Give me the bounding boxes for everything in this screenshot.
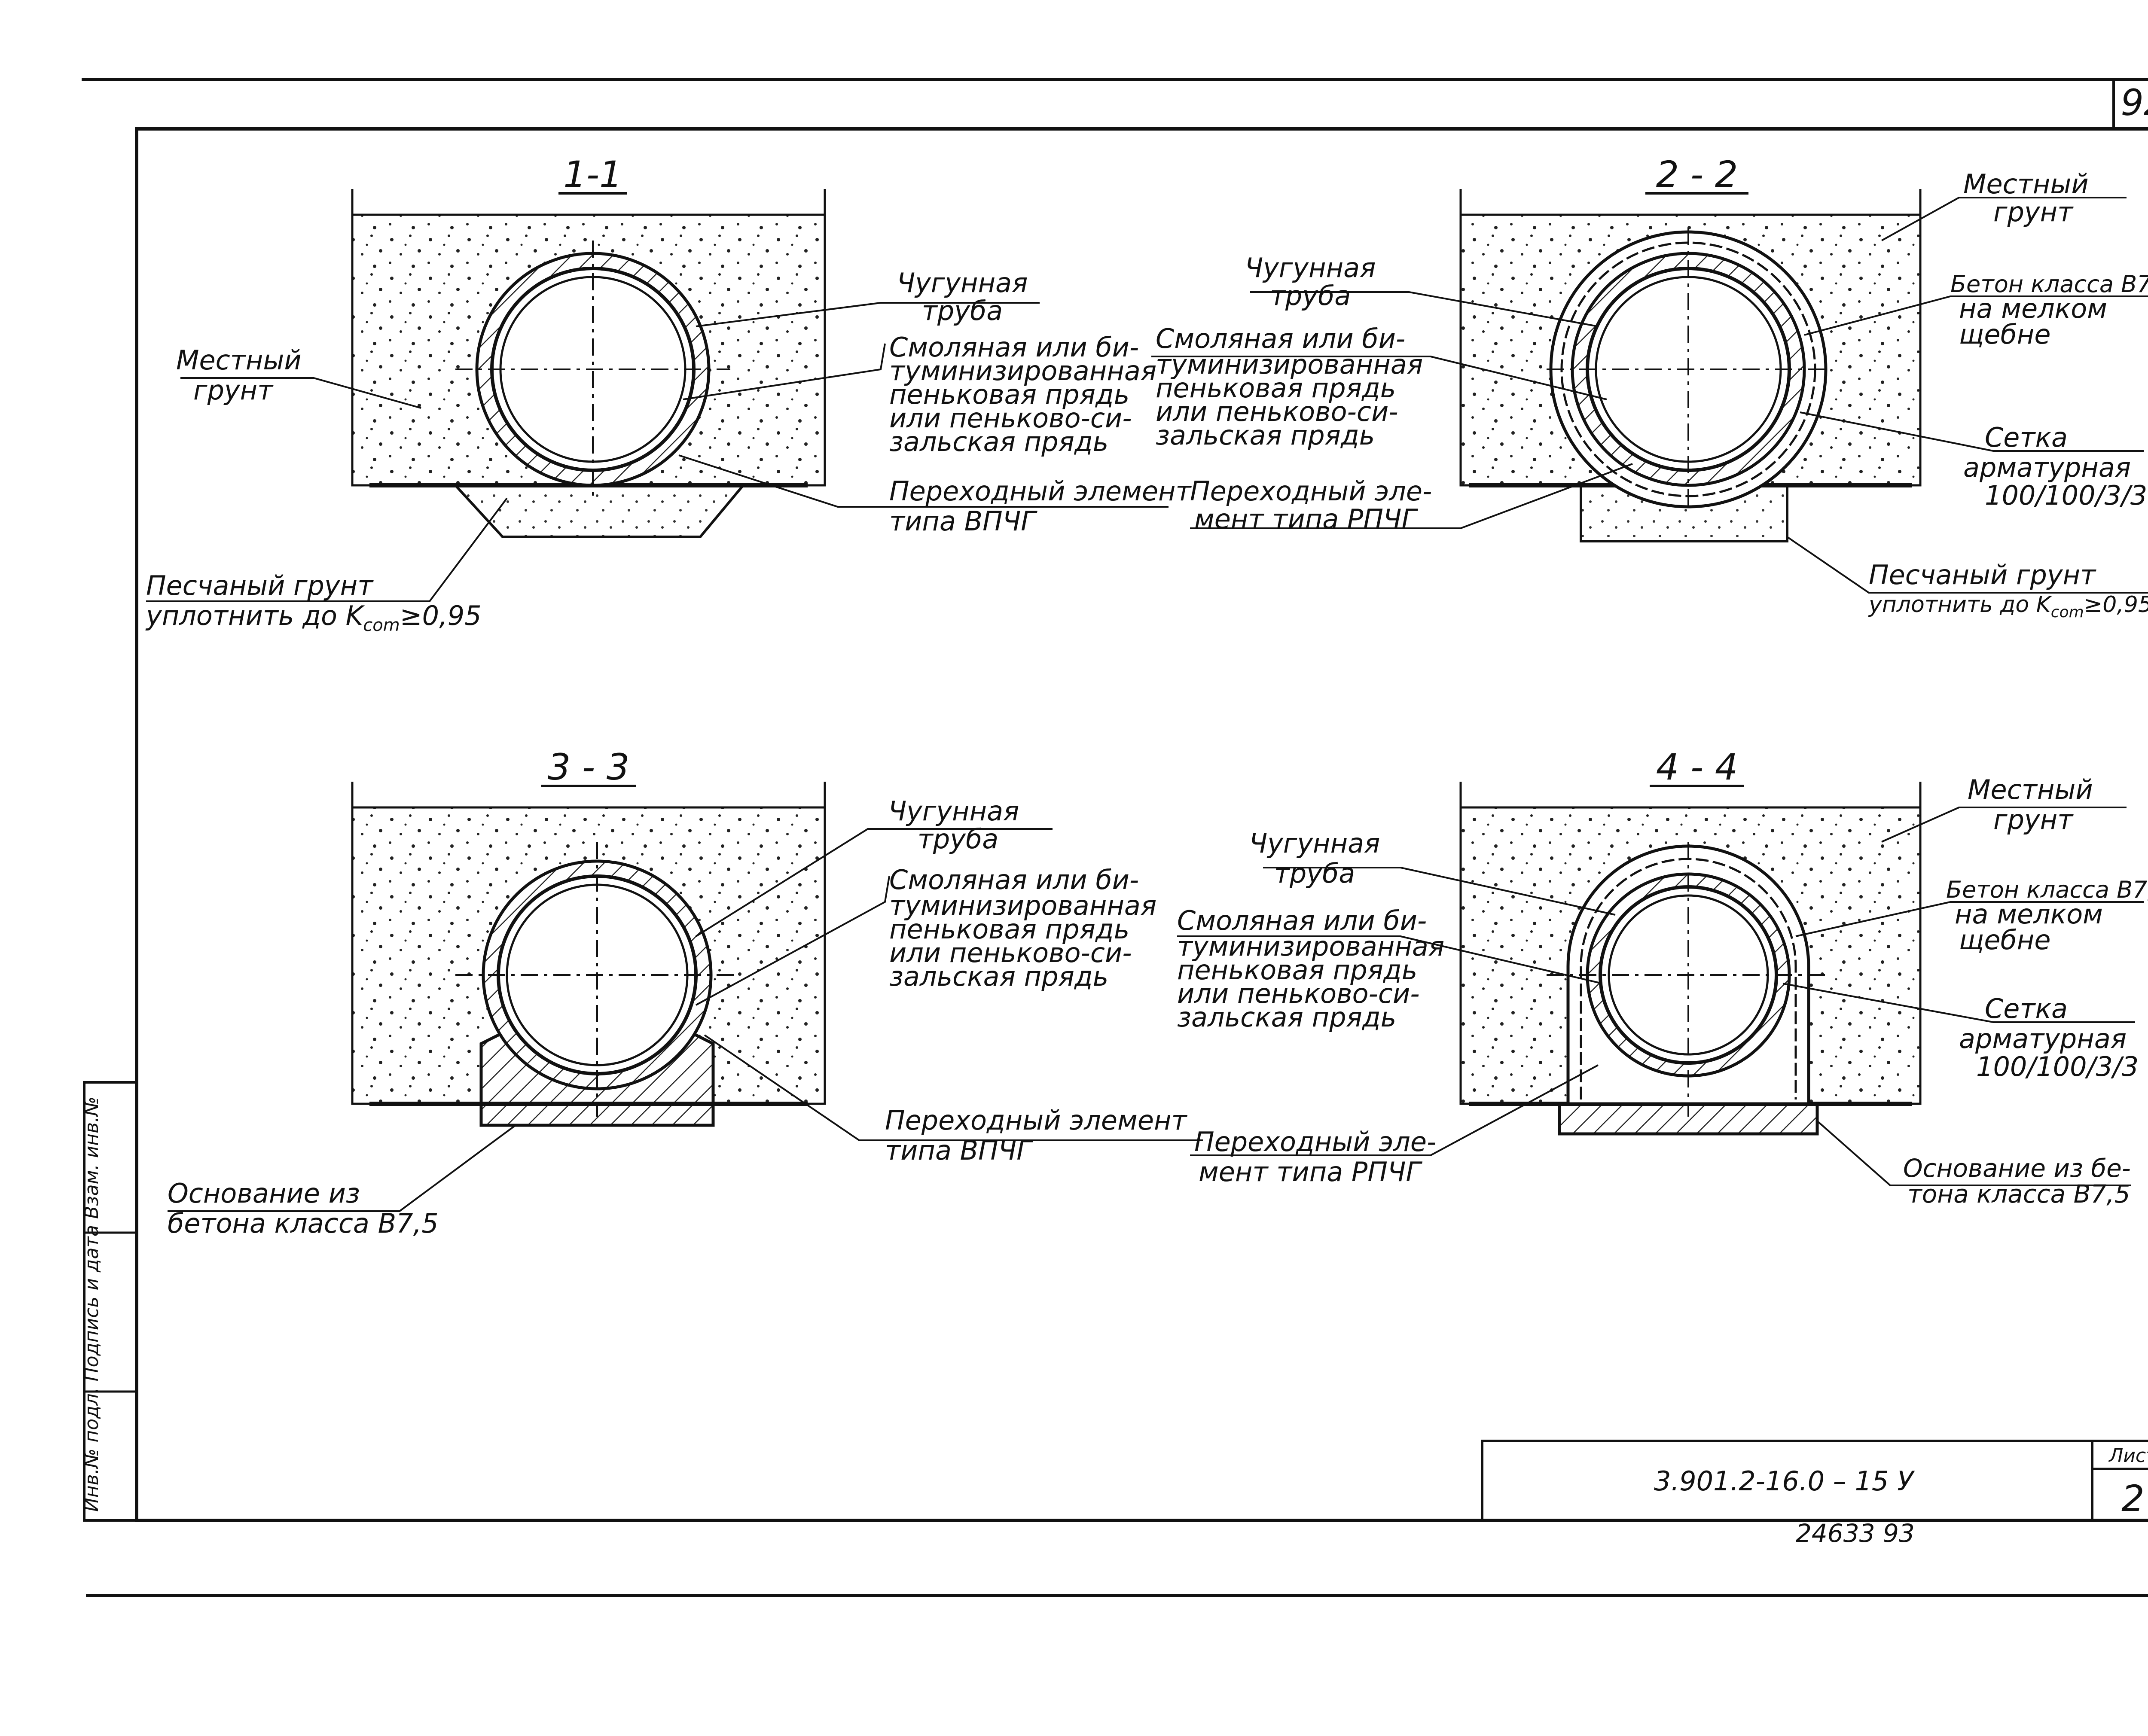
- section-title: 4 - 4: [1656, 746, 1738, 788]
- label-pipe: Чугунная: [1249, 828, 1380, 859]
- section-2-2: 2 - 2 Местный грунт Чугунная труба Бетон…: [1151, 153, 2148, 621]
- section-title: 3 - 3: [548, 746, 630, 788]
- drawing-code: 3.901.2-16.0 – 15 У: [1654, 1465, 1915, 1497]
- label-packing: Смоляная или би-: [1156, 323, 1405, 354]
- label-mesh: Сетка: [1985, 422, 2068, 453]
- svg-text:пеньковая прядь: пеньковая прядь: [1177, 954, 1417, 986]
- page-number-box: [2112, 78, 2148, 130]
- svg-text:или пеньково-си-: или пеньково-си-: [889, 937, 1132, 969]
- label-transition: Переходный элемент: [889, 475, 1192, 507]
- svg-text:туминизированная: туминизированная: [889, 355, 1156, 387]
- svg-text:пеньковая прядь: пеньковая прядь: [889, 914, 1129, 945]
- svg-text:арматурная: арматурная: [1959, 1023, 2127, 1054]
- label-pipe: Чугунная: [888, 795, 1019, 827]
- label-concrete: Бетон класса В7,5: [1950, 271, 2148, 298]
- label-transition: Переходный эле-: [1194, 1126, 1436, 1157]
- side-stamp-text: Инв.№ подл. Подпись и дата Взам. инв.№: [81, 1096, 103, 1512]
- svg-text:мент типа РПЧГ: мент типа РПЧГ: [1194, 503, 1418, 535]
- svg-text:грунт: грунт: [1993, 196, 2074, 228]
- label-base: Основание из: [168, 1178, 360, 1209]
- label-base: Песчаный грунт: [146, 570, 374, 601]
- label-packing: Смоляная или би-: [889, 864, 1139, 895]
- page-number: 92: [2121, 82, 2148, 124]
- svg-text:зальская прядь: зальская прядь: [889, 961, 1108, 992]
- label-transition: Переходный эле-: [1190, 475, 1432, 507]
- svg-text:щебне: щебне: [1959, 319, 2050, 350]
- svg-text:труба: труба: [918, 823, 998, 855]
- svg-text:грунт: грунт: [1993, 804, 2074, 835]
- svg-text:зальская прядь: зальская прядь: [889, 426, 1108, 457]
- svg-text:пеньковая прядь: пеньковая прядь: [1156, 372, 1396, 404]
- label-packing: Смоляная или би-: [1177, 905, 1427, 936]
- svg-text:на мелком: на мелком: [1955, 898, 2103, 930]
- svg-text:или пеньково-си-: или пеньково-си-: [889, 402, 1132, 434]
- section-4-4: 4 - 4 Местный грунт Чугунная труба Бетон…: [1177, 746, 2148, 1209]
- label-ground: Местный: [1968, 774, 2093, 805]
- section-1-1: 1-1 Чугунная труба Смоляная или би- туми…: [145, 153, 1192, 635]
- svg-text:зальская прядь: зальская прядь: [1177, 1002, 1396, 1033]
- svg-text:100/100/3/3: 100/100/3/3: [1985, 480, 2147, 511]
- svg-text:грунт: грунт: [193, 375, 274, 406]
- svg-text:труба: труба: [1270, 280, 1351, 311]
- archive-number: 24633 93: [1796, 1519, 1915, 1548]
- svg-text:зальская прядь: зальская прядь: [1156, 420, 1375, 451]
- section-3-3: 3 - 3 Чугунная труба Смоляная или би- ту…: [168, 746, 1203, 1239]
- label-pipe: Чугунная: [897, 267, 1028, 298]
- side-stamp: [83, 1081, 138, 1522]
- svg-text:туминизированная: туминизированная: [1156, 349, 1423, 380]
- svg-text:арматурная: арматурная: [1963, 452, 2131, 483]
- svg-text:уплотнить до Kcom≥0,95: уплотнить до Kcom≥0,95: [145, 600, 482, 635]
- label-mesh: Сетка: [1985, 993, 2068, 1024]
- label-base: Основание из бе-: [1903, 1154, 2131, 1183]
- label-pipe: Чугунная: [1245, 252, 1376, 283]
- sand-bedding: [452, 484, 746, 538]
- sheet-number: 2: [2121, 1477, 2144, 1520]
- sheet-label: Лист: [2108, 1445, 2148, 1467]
- label-ground: Местный: [1963, 168, 2089, 200]
- svg-text:тона класса В7,5: тона класса В7,5: [1907, 1179, 2130, 1209]
- svg-text:или пеньково-си-: или пеньково-си-: [1156, 396, 1398, 427]
- svg-text:бетона класса В7,5: бетона класса В7,5: [168, 1208, 439, 1239]
- title-block: [1481, 1440, 2148, 1522]
- svg-text:щебне: щебне: [1959, 924, 2050, 956]
- section-title: 1-1: [563, 153, 622, 195]
- svg-text:мент типа РПЧГ: мент типа РПЧГ: [1199, 1156, 1422, 1188]
- svg-text:туминизированная: туминизированная: [889, 890, 1156, 921]
- svg-text:пеньковая прядь: пеньковая прядь: [889, 379, 1129, 410]
- label-packing: Смоляная или би-: [889, 332, 1139, 363]
- section-title: 2 - 2: [1656, 153, 1738, 195]
- svg-text:100/100/3/3: 100/100/3/3: [1976, 1051, 2139, 1082]
- drawing-border: [135, 127, 2148, 1522]
- svg-text:труба: труба: [922, 295, 1003, 326]
- label-ground: Местный: [176, 344, 302, 376]
- svg-text:туминизированная: туминизированная: [1177, 931, 1444, 962]
- svg-text:уплотнить до Kcom≥0,95: уплотнить до Kcom≥0,95: [1868, 592, 2148, 621]
- label-concrete: Бетон класса В7,5: [1946, 876, 2148, 903]
- svg-text:или пеньково-си-: или пеньково-си-: [1177, 978, 1420, 1009]
- svg-text:труба: труба: [1274, 858, 1355, 889]
- label-base: Песчаный грунт: [1869, 559, 2096, 591]
- label-transition: Переходный элемент: [885, 1105, 1188, 1136]
- svg-text:типа ВПЧГ: типа ВПЧГ: [889, 506, 1037, 537]
- svg-text:типа ВПЧГ: типа ВПЧГ: [885, 1135, 1033, 1166]
- svg-text:на мелком: на мелком: [1959, 293, 2107, 324]
